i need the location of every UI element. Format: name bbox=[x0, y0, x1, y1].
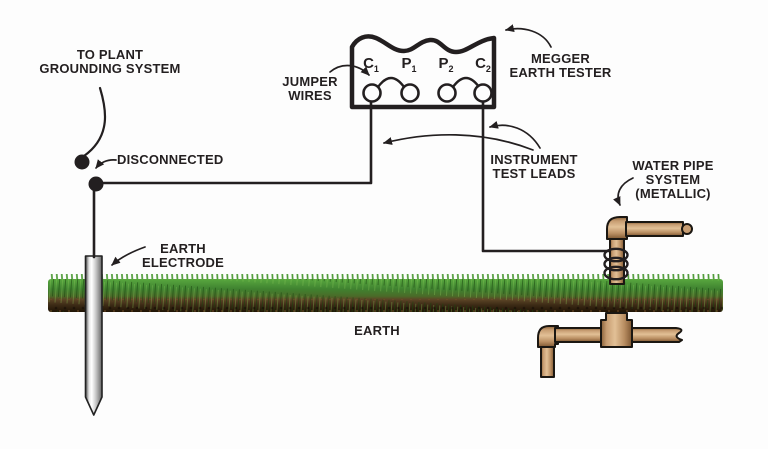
terminal-label-c2: C2 bbox=[468, 56, 498, 77]
underground-water-pipes bbox=[537, 282, 683, 378]
jumper-p2-c2 bbox=[452, 76, 480, 88]
terminal-sub-p2: 2 bbox=[448, 64, 454, 74]
wire-c1-to-electrode-junction bbox=[95, 100, 373, 185]
terminal-sub-p1: 1 bbox=[411, 64, 417, 74]
wire-to-plant-ground bbox=[82, 86, 107, 158]
arrow-megger-label bbox=[505, 24, 552, 48]
earth-electrode-rod bbox=[84, 255, 103, 416]
water-pipe-above-ground bbox=[603, 216, 693, 285]
grass-tufts bbox=[50, 274, 721, 282]
terminal-label-p1: P1 bbox=[394, 56, 424, 77]
pipe-top-elbow bbox=[606, 216, 628, 240]
megger-tester-box bbox=[349, 34, 497, 110]
terminal-label-c1: C1 bbox=[356, 56, 386, 77]
arrow-instrument-right-lead bbox=[489, 121, 541, 149]
terminal-c1 bbox=[362, 83, 382, 103]
wire-c2-to-water-pipe bbox=[481, 100, 613, 253]
terminal-p1 bbox=[400, 83, 420, 103]
annotation-arrows bbox=[95, 24, 634, 266]
disconnected-label: DISCONNECTED bbox=[117, 152, 224, 167]
terminal-letter-c1: C bbox=[363, 55, 374, 72]
earth-label: EARTH bbox=[354, 323, 400, 338]
earth-electrode-label: EARTH ELECTRODE bbox=[142, 241, 224, 270]
pipe-top-run bbox=[625, 221, 684, 237]
pipe-tee-coupling bbox=[600, 312, 633, 348]
terminal-p2 bbox=[437, 83, 457, 103]
arrow-jumper-wires bbox=[329, 64, 370, 76]
arrow-earth-electrode bbox=[111, 246, 146, 266]
pipe-left-run bbox=[554, 327, 604, 343]
jumper-wires-label: JUMPER WIRES bbox=[282, 74, 338, 103]
terminal-c2 bbox=[473, 83, 493, 103]
test-lead-wires bbox=[74, 86, 613, 259]
earth-grass-strip bbox=[48, 274, 723, 312]
terminal-letter-c2: C bbox=[475, 55, 486, 72]
arrow-disconnected bbox=[95, 159, 117, 169]
terminal-sub-c1: 1 bbox=[373, 64, 379, 74]
arrow-instrument-left-lead bbox=[383, 133, 534, 151]
plant-grounding-label: TO PLANT GROUNDING SYSTEM bbox=[39, 47, 181, 76]
terminal-letter-p1: P bbox=[401, 55, 412, 72]
jumper-c1-p1 bbox=[377, 76, 405, 88]
arrow-water-pipe bbox=[613, 177, 634, 206]
pipe-end-knob bbox=[681, 223, 693, 235]
terminal-sub-c2: 2 bbox=[485, 64, 491, 74]
tester-outline bbox=[349, 34, 497, 110]
junction-dot-lower bbox=[88, 176, 104, 192]
pipe-right-run-broken bbox=[630, 327, 683, 343]
disconnected-dot-upper bbox=[74, 154, 90, 170]
terminal-label-p2: P2 bbox=[431, 56, 461, 77]
megger-tester-label: MEGGER EARTH TESTER bbox=[509, 51, 612, 80]
water-pipe-label: WATER PIPE SYSTEM (METALLIC) bbox=[632, 158, 714, 201]
wire-coil-on-pipe bbox=[603, 247, 629, 281]
terminal-letter-p2: P bbox=[438, 55, 449, 72]
soil-speckles bbox=[48, 299, 723, 312]
tester-terminals bbox=[362, 76, 493, 103]
pipe-left-elbow bbox=[537, 325, 559, 348]
instrument-leads-label: INSTRUMENT TEST LEADS bbox=[490, 152, 578, 181]
pipe-left-drop bbox=[540, 343, 555, 378]
